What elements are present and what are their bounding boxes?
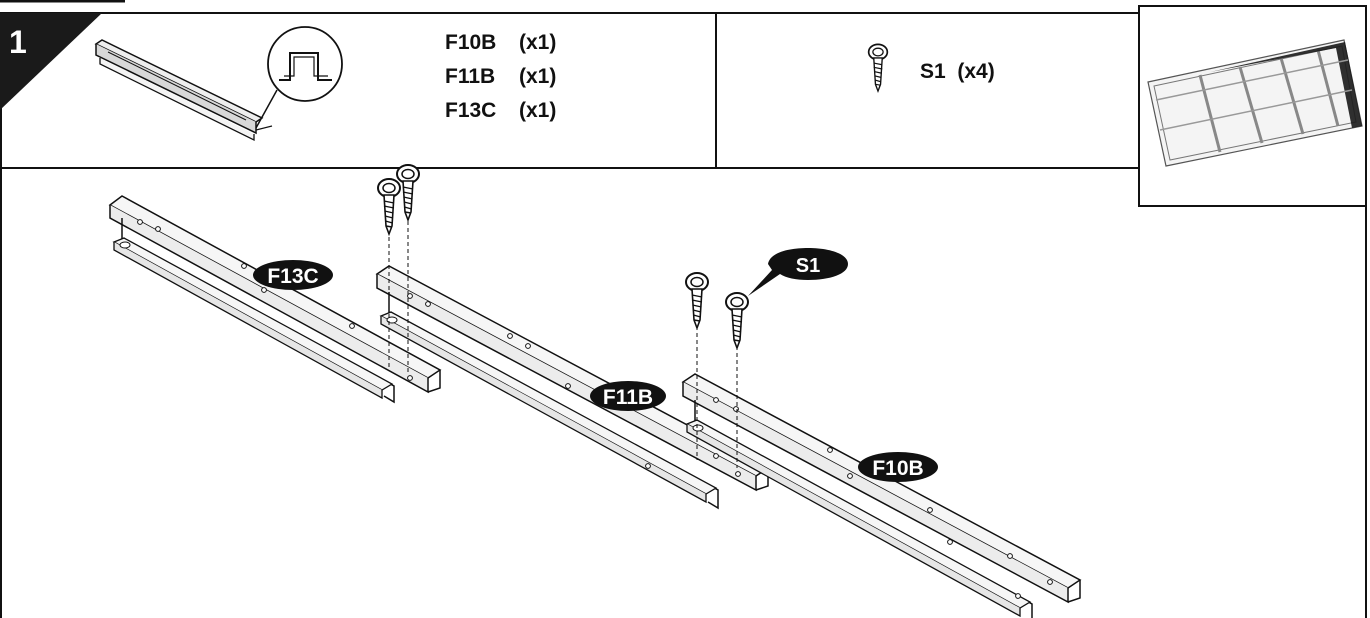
parts-list-item: F13C (x1) [445,94,615,128]
parts-list-item: F10B (x1) [445,26,615,60]
callout-f11b-label: F11B [603,386,653,409]
callout-f10b: F10B [858,452,938,482]
part-code: F11B [445,65,496,88]
callout-s1-label: S1 [796,255,820,277]
part-code: F13C [445,99,497,122]
parts-list-item: F11B (x1) [445,60,615,94]
screw-1 [377,178,401,368]
cross-section-icon [255,26,343,129]
callout-f13c-label: F13C [267,265,318,288]
screw-4 [725,292,749,468]
part-code: F10B [445,31,497,54]
screw-icon [867,43,889,92]
part-qty: (x1) [519,99,557,122]
rail-f10b [681,373,1082,618]
callout-f10b-label: F10B [872,457,923,480]
screw-3 [685,272,709,460]
step-number: 1 [9,24,27,60]
part-qty: (x1) [519,31,557,54]
callout-f13c: F13C [253,260,333,290]
step-badge [0,13,102,110]
callout-s1: S1 [748,248,848,296]
rail-profile-icon [94,39,273,142]
hardware-count: S1 (x4) [920,60,995,84]
part-qty: (x1) [519,65,557,88]
parts-list: F10B (x1) F11B (x1) F13C (x1) [445,26,615,128]
screw-2 [396,164,420,372]
callout-f11b: F11B [590,381,666,411]
rail-f11b [375,265,770,510]
hardware-qty: (x4) [957,60,995,83]
finished-frame-thumbnail [1138,5,1367,207]
hardware-code: S1 [920,60,946,83]
